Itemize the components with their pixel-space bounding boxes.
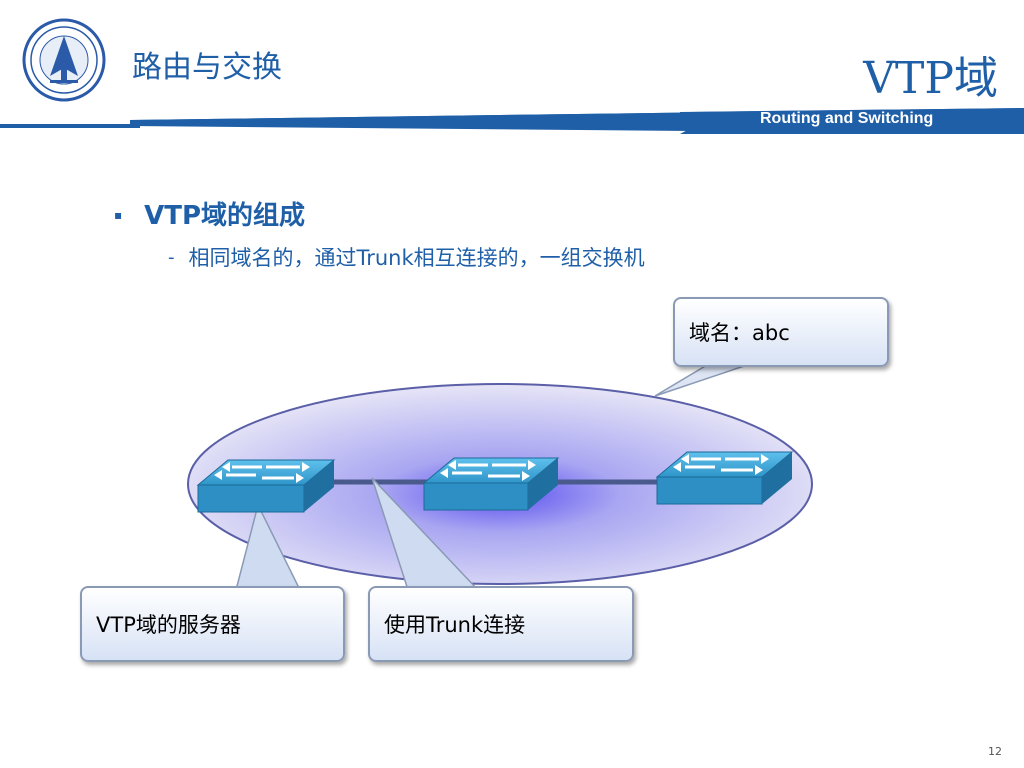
callout-text: VTP域的服务器 xyxy=(96,613,241,637)
page-number: 12 xyxy=(988,745,1002,758)
callout-text: 域名：abc xyxy=(689,321,790,345)
callout-domain-name: 域名：abc xyxy=(673,297,889,367)
callout-trunk-link: 使用Trunk连接 xyxy=(368,586,634,662)
bullet-marker: ▪ xyxy=(114,207,123,222)
bullet-text: VTP域的组成 xyxy=(144,201,306,231)
bullet-level-1: ▪ VTP域的组成 xyxy=(114,195,305,232)
header-subtitle: Routing and Switching xyxy=(760,110,934,127)
callout-text: 使用Trunk连接 xyxy=(384,613,526,637)
bullet-marker: - xyxy=(168,246,175,268)
course-title: 路由与交换 xyxy=(132,50,282,85)
university-logo-icon xyxy=(22,18,106,102)
switch-icon xyxy=(655,451,794,505)
callout-tail-domain xyxy=(654,361,757,397)
switch-icon xyxy=(422,457,560,511)
switch-icon xyxy=(196,459,336,513)
slide-title: VTP域 xyxy=(863,53,998,104)
bullet-level-2: - 相同域名的，通过Trunk相互连接的，一组交换机 xyxy=(168,242,645,272)
bullet-text: 相同域名的，通过Trunk相互连接的，一组交换机 xyxy=(188,246,645,270)
header-bar xyxy=(0,108,1024,134)
callout-vtp-server: VTP域的服务器 xyxy=(80,586,345,662)
